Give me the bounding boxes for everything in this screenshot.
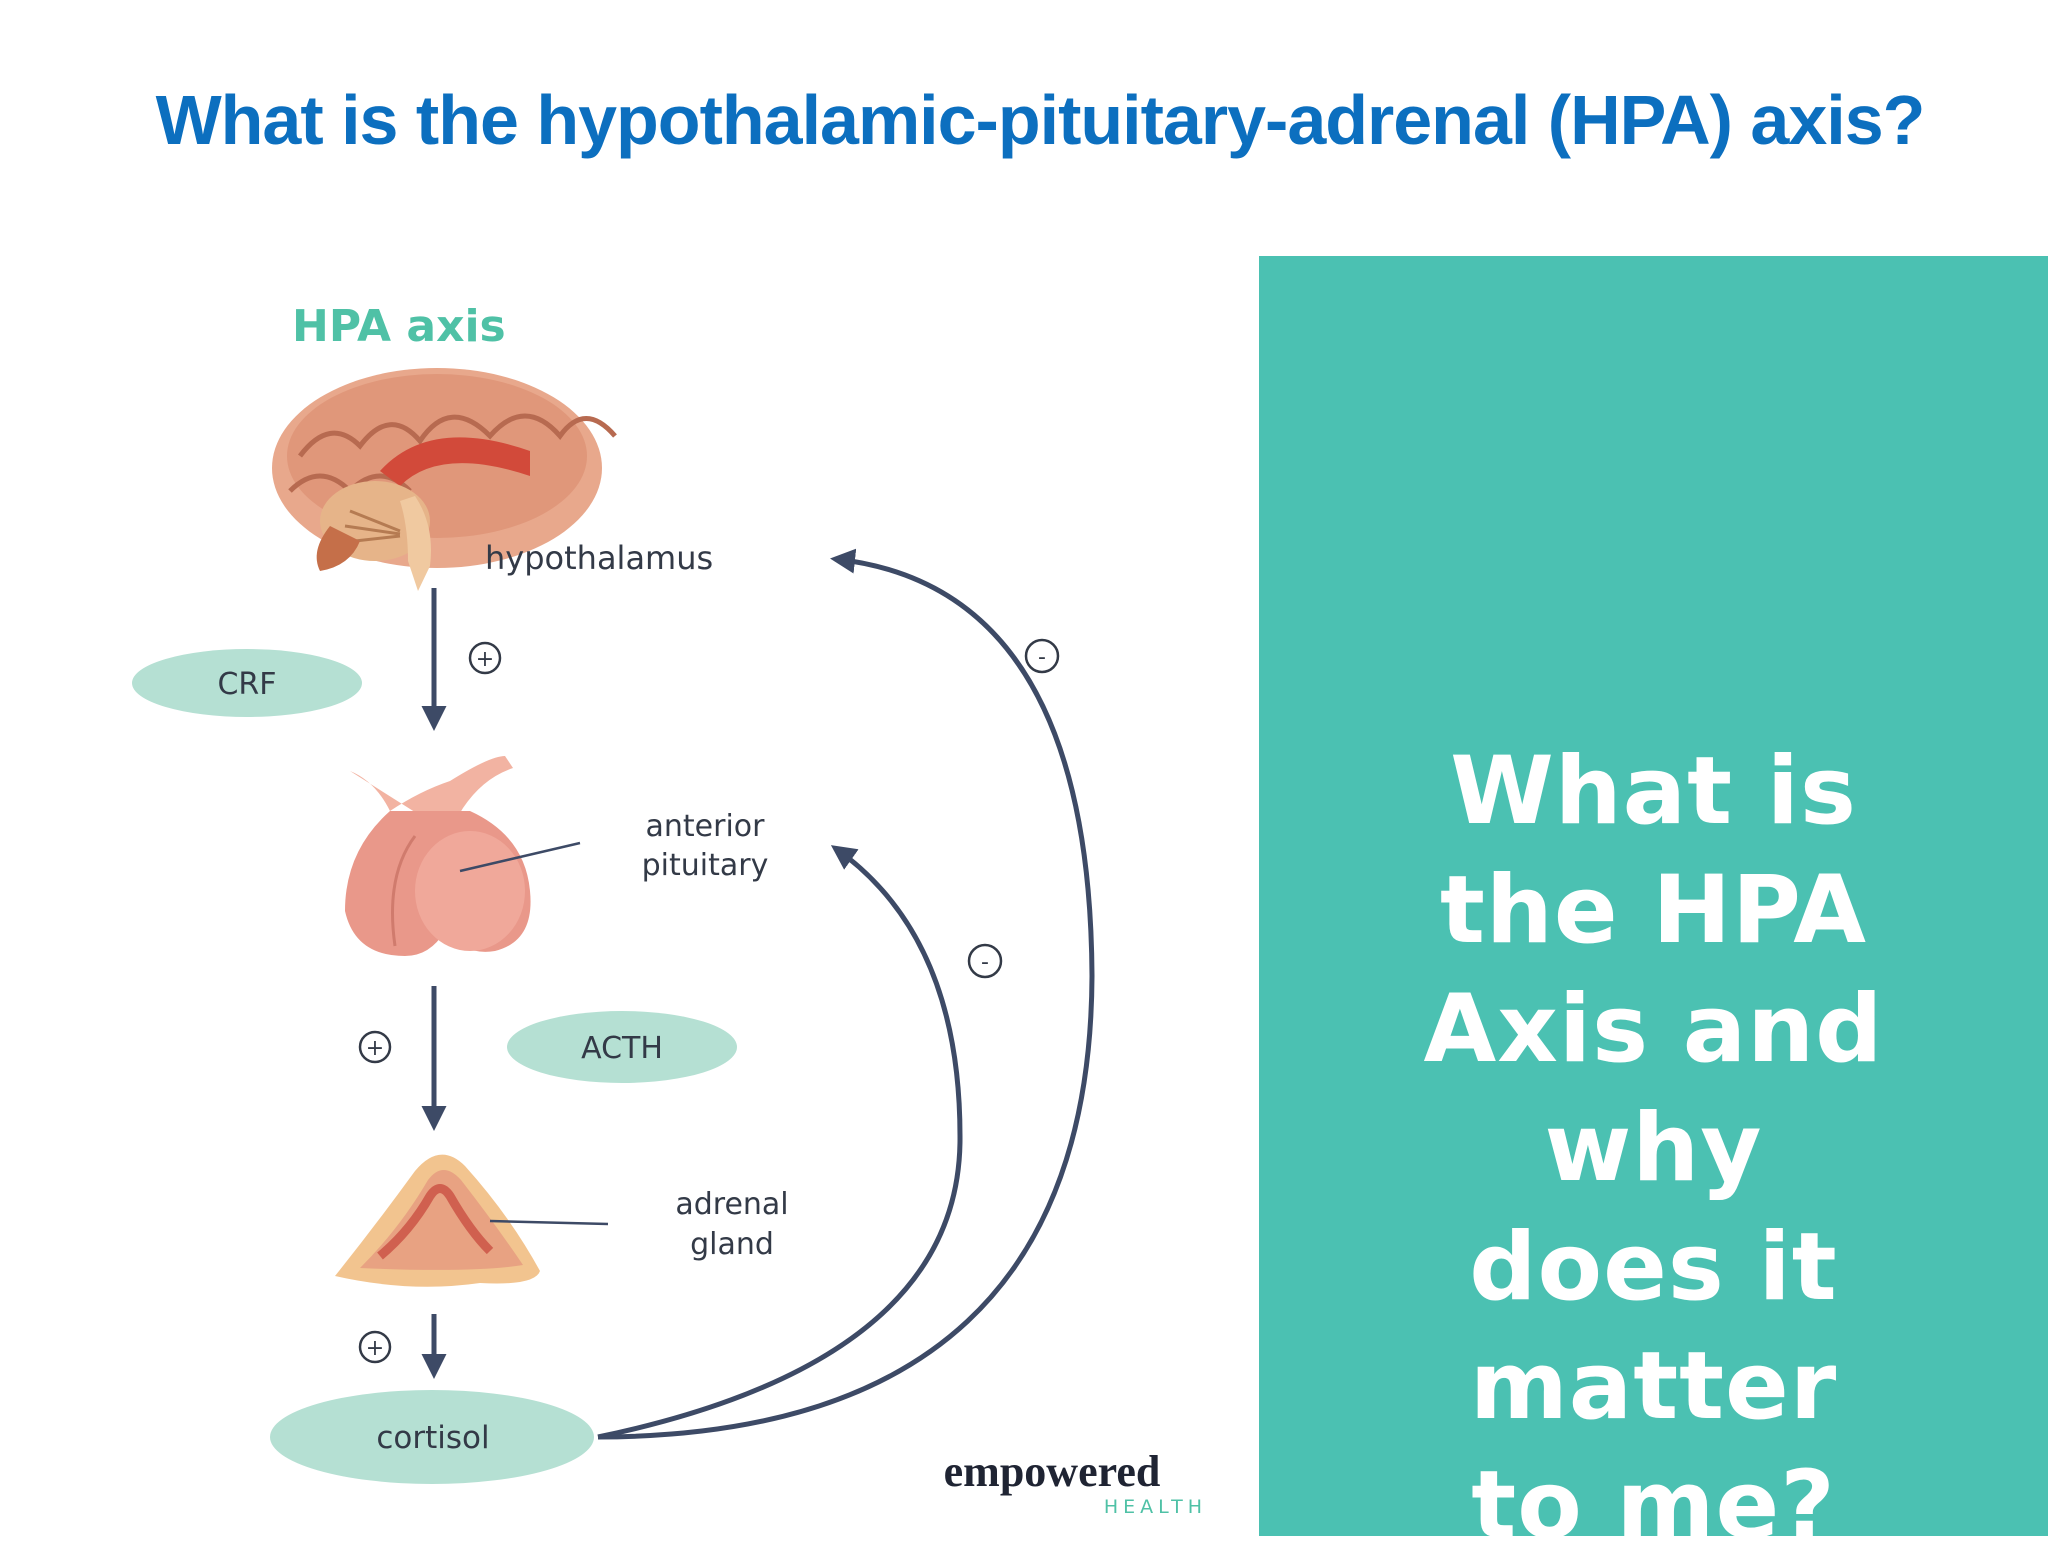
inhibit-sign: - xyxy=(1024,638,1060,674)
brand-logo-sub: HEALTH xyxy=(1104,1496,1207,1518)
acth-label: ACTH xyxy=(581,1031,663,1066)
pituitary-gland-icon xyxy=(345,756,531,956)
diagram-heading: HPA axis xyxy=(292,301,506,352)
cortisol-pill xyxy=(270,1390,594,1484)
pituitary-label: pituitary xyxy=(642,848,769,883)
slide-title: What is the hypothalamic-pituitary-adren… xyxy=(155,81,1926,159)
stimulate-sign: + xyxy=(358,1030,392,1064)
brand-logo-name: empowered xyxy=(944,1447,1161,1496)
panel-line: to me? xyxy=(1471,1451,1836,1560)
plus-sign: + xyxy=(366,1036,384,1061)
crf-label: CRF xyxy=(217,667,276,702)
cortisol-label: cortisol xyxy=(376,1420,489,1456)
adrenal-gland-icon xyxy=(335,1154,540,1287)
adrenal-label: adrenal xyxy=(675,1187,788,1222)
feedback-arrow-to-pituitary xyxy=(597,845,963,1440)
panel-line: does it xyxy=(1469,1213,1838,1322)
panel-question: What is the HPA Axis and why does it mat… xyxy=(1259,732,2048,1565)
plus-sign: + xyxy=(476,647,494,672)
brain-icon xyxy=(272,368,617,591)
panel-line: why xyxy=(1544,1094,1763,1203)
panel-line: the HPA xyxy=(1439,856,1868,965)
stimulate-sign: + xyxy=(468,641,502,675)
gland-label: gland xyxy=(690,1227,774,1262)
anterior-label: anterior xyxy=(646,809,766,844)
stimulate-sign: + xyxy=(358,1330,392,1364)
adrenal-pointer xyxy=(489,1219,609,1226)
acth-pill xyxy=(507,1011,737,1083)
plus-sign: + xyxy=(366,1336,384,1361)
question-panel: What is the HPA Axis and why does it mat… xyxy=(1259,256,2048,1560)
panel-line: matter xyxy=(1469,1332,1838,1441)
inhibit-sign: - xyxy=(967,943,1003,979)
hpa-axis-diagram: HPA axis hypothalamus CRF + anterior pit… xyxy=(132,301,1207,1518)
crf-pill xyxy=(132,649,362,717)
hypothalamus-label: hypothalamus xyxy=(485,539,713,577)
minus-sign: - xyxy=(1038,645,1046,670)
minus-sign: - xyxy=(981,950,989,975)
feedback-arrow-to-hypothalamus xyxy=(597,548,1095,1440)
pituitary-pointer xyxy=(459,841,581,873)
panel-line: Axis and xyxy=(1423,975,1884,1084)
panel-line: What is xyxy=(1450,737,1857,846)
